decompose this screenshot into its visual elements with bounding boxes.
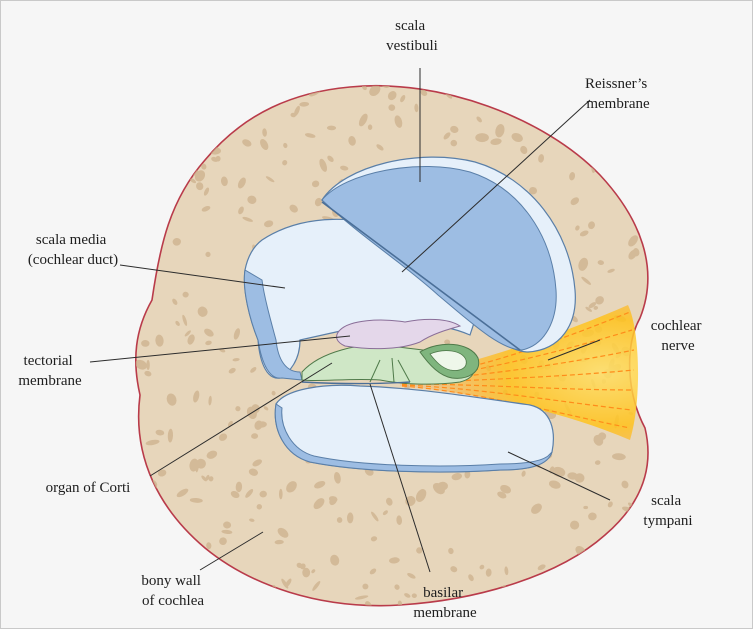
bone-spot: [194, 82, 198, 94]
bone-spot: [550, 573, 561, 584]
bone-spot: [475, 133, 489, 142]
bone-spot: [172, 100, 183, 111]
bone-spot: [556, 104, 564, 116]
bone-spot: [144, 91, 156, 106]
bone-spot: [544, 83, 557, 95]
bone-spot: [637, 564, 650, 579]
bone-spot: [141, 219, 151, 228]
bone-spot: [146, 176, 155, 188]
bone-spot: [215, 99, 231, 113]
bone-spot: [180, 83, 190, 93]
bone-spot: [204, 591, 211, 601]
label-tectorial-membrane: tectorial membrane: [18, 353, 82, 389]
bone-spot: [302, 568, 310, 578]
bone-spot: [269, 595, 279, 606]
bone-spot: [133, 472, 142, 481]
label-bony-wall: bony wall of cochlea: [141, 573, 204, 609]
bone-spot: [165, 194, 171, 201]
bone-spot: [213, 125, 219, 135]
bone-spot: [279, 489, 283, 500]
bone-spot: [544, 602, 551, 608]
bone-spot: [140, 90, 153, 103]
bone-spot: [647, 216, 657, 225]
bone-spot: [138, 290, 148, 296]
bone-spot: [133, 144, 143, 154]
bone-spot: [608, 148, 614, 158]
bone-spot: [515, 593, 524, 599]
bone-spot: [170, 149, 182, 161]
bone-spot: [648, 300, 663, 312]
bone-spot: [654, 192, 664, 200]
label-organ-of-corti: organ of Corti: [46, 480, 131, 496]
bone-spot: [502, 83, 509, 90]
bone-spot: [214, 75, 220, 86]
bone-spot: [156, 211, 164, 221]
label-scala-media: scala media (cochlear duct): [28, 232, 118, 268]
bone-spot: [126, 329, 136, 339]
bone-spot: [368, 124, 372, 130]
bone-spot: [636, 497, 648, 511]
bone-spot: [625, 158, 632, 163]
bone-spot: [550, 582, 559, 596]
bone-spot: [645, 407, 652, 413]
bone-spot: [127, 243, 135, 252]
bone-spot: [627, 198, 635, 211]
bone-spot: [651, 424, 660, 434]
bone-spot: [571, 120, 578, 126]
bone-spot: [474, 81, 480, 87]
bone-spot: [143, 192, 149, 206]
bone-spot: [614, 165, 622, 172]
bone-spot: [171, 113, 177, 119]
label-scala-tympani: scala tympani: [643, 493, 692, 529]
bone-spot: [146, 360, 149, 370]
bone-spot: [635, 131, 644, 141]
bone-spot: [194, 136, 209, 150]
bone-spot: [524, 596, 536, 607]
bone-spot: [615, 582, 621, 593]
label-scala-vestibuli: scala vestibuli: [386, 18, 438, 54]
bone-spot: [220, 104, 233, 112]
bone-spot: [181, 143, 193, 156]
bone-spot: [275, 74, 286, 86]
bone-spot: [182, 140, 193, 151]
bone-spot: [651, 449, 657, 460]
bone-spot: [535, 587, 546, 599]
bone-spot: [626, 124, 634, 131]
label-reissners-membrane: Reissner’s membrane: [585, 76, 651, 112]
label-cochlear-nerve: cochlear nerve: [651, 318, 706, 354]
bone-spot: [648, 296, 656, 309]
bone-spot: [166, 104, 182, 119]
bone-spot: [609, 137, 621, 147]
bone-spot: [145, 559, 159, 564]
bone-spot: [657, 85, 662, 90]
bone-spot: [646, 471, 660, 480]
bone-spot: [176, 146, 183, 155]
bone-spot: [570, 91, 580, 101]
bone-spot: [247, 79, 258, 89]
